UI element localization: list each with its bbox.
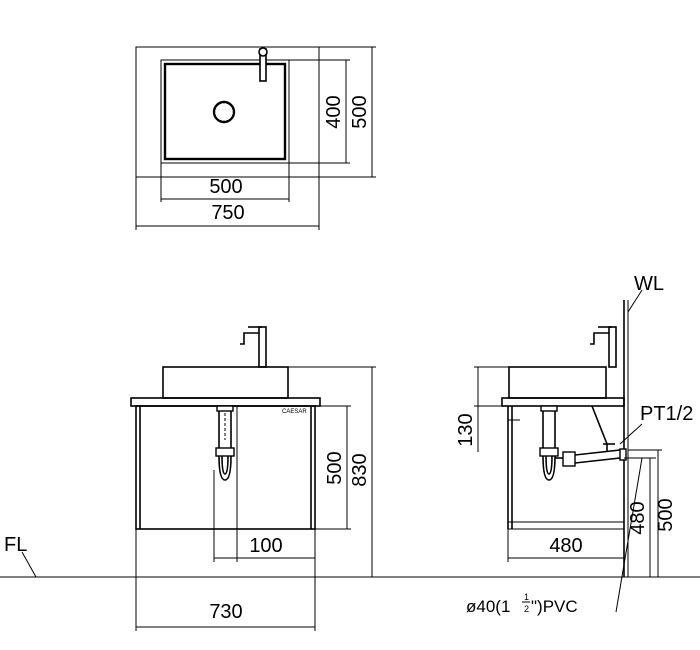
side-drain-pipe-icon: [539, 405, 627, 481]
front-countertop: [130, 397, 321, 407]
drain-pipe-prefix: ø40(1: [466, 597, 510, 616]
dim-supply-height: 500: [655, 498, 677, 531]
top-view-faucet-handle-icon: [258, 47, 268, 57]
front-drain-pipe-icon: [215, 405, 235, 481]
dim-bowl-width: 500: [209, 176, 242, 198]
dim-drain-height: 480: [627, 501, 649, 534]
top-view-drain-icon: [212, 100, 236, 124]
dim-cabinet-height: 500: [324, 451, 346, 484]
dim-drain-offset: 100: [249, 535, 282, 557]
dim-bowl-depth: 400: [323, 95, 345, 128]
top-view-bowl-outer: [160, 59, 290, 164]
top-view-bowl-inner: [163, 62, 287, 161]
drain-pipe-den: 2: [524, 604, 529, 614]
side-bowl: [508, 366, 607, 399]
dim-cabinet-width: 750: [211, 202, 244, 224]
pipe-label: PT1/2: [640, 403, 693, 425]
side-faucet-body-icon: [608, 326, 617, 368]
pipe-label-leader: [619, 423, 643, 445]
floor-label: FL: [4, 534, 27, 556]
side-cabinet-base: [507, 521, 625, 530]
side-faucet-spout-icon: [590, 332, 609, 345]
drain-pipe-leader: [615, 457, 643, 613]
wall-label: WL: [634, 273, 664, 295]
brand-label: CAESAR: [282, 409, 307, 415]
front-bowl: [162, 366, 289, 399]
dim-total-height: 830: [349, 453, 371, 486]
side-countertop: [501, 397, 625, 407]
front-faucet-spout-icon: [240, 332, 259, 345]
top-view: 500 750 400 500: [135, 46, 376, 230]
wall-label-leader: [627, 289, 643, 313]
front-view: CAESAR 100 730 500 830: [130, 326, 376, 631]
top-view-cabinet-outline: [135, 46, 320, 178]
dim-cabinet-depth: 500: [349, 95, 371, 128]
dim-depth: 480: [549, 535, 582, 557]
drain-pipe-suffix: ")PVC: [531, 597, 578, 616]
floor-label-leader: [21, 551, 37, 578]
floor: FL: [0, 534, 700, 578]
drain-pipe-label: ø40(1 1 2 ")PVC: [466, 592, 578, 616]
dim-width: 730: [209, 601, 242, 623]
front-faucet-body-icon: [258, 326, 267, 368]
side-bracket: [591, 405, 608, 445]
side-view: WL PT1/: [455, 273, 693, 616]
dim-top-height: 130: [455, 413, 477, 446]
drain-pipe-num: 1: [524, 592, 529, 602]
